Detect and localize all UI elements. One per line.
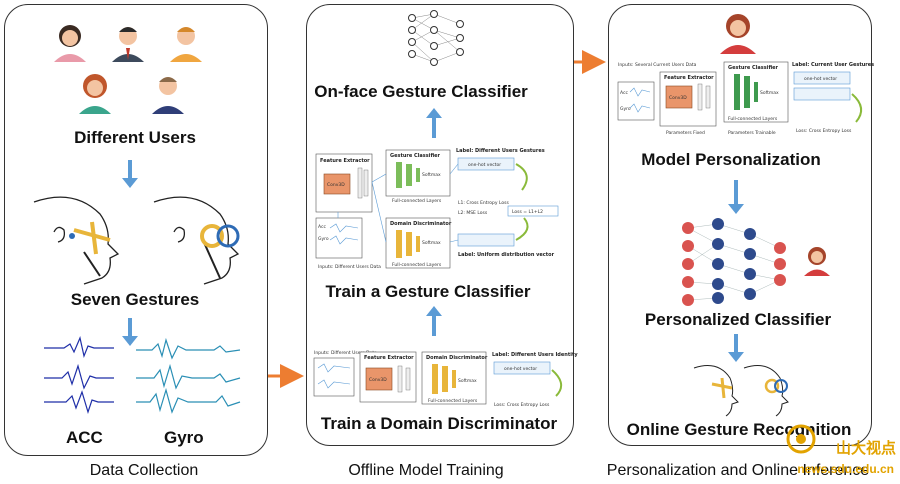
user-avatar-4 [79,74,111,114]
svg-text:Loss: Cross Entropy Loss: Loss: Cross Entropy Loss [796,128,852,134]
svg-text:Label: Different Users Identit: Label: Different Users Identity [492,352,578,358]
svg-text:one-hot vector: one-hot vector [504,366,537,372]
users-illustration [54,25,202,114]
domain-training-diagram: Inputs: Different Users Data Feature Ext… [313,350,578,408]
user-avatar-5 [152,77,184,114]
train-domain-discriminator-title: Train a Domain Discriminator [320,414,558,433]
down-arrow-gestures [122,318,138,346]
svg-text:Loss = L1+L2: Loss = L1+L2 [512,209,543,215]
svg-text:Full-connected Layers: Full-connected Layers [428,398,478,404]
svg-text:one-hot vector: one-hot vector [468,162,501,168]
svg-text:Label: Different Users Gesture: Label: Different Users Gestures [456,148,545,154]
user-avatar-1 [54,25,86,62]
svg-text:Parameters Fixed: Parameters Fixed [666,130,705,136]
watermark-logo-icon [786,424,816,454]
watermark-text: 山大视点 [835,440,896,457]
svg-text:Acc: Acc [318,224,326,230]
user-avatar-3 [170,27,202,62]
svg-text:L2: MSE Loss: L2: MSE Loss [458,210,488,216]
gesture-arrows-1 [69,221,111,255]
svg-text:Loss: Cross Entropy Loss: Loss: Cross Entropy Loss [494,402,550,408]
online-gesture-recognition-title: Online Gesture Recognition [626,420,852,439]
svg-text:Feature Extractor: Feature Extractor [364,355,414,361]
svg-text:one-hot vector: one-hot vector [804,76,837,82]
gesture-circles-2 [200,224,240,248]
svg-text:Conv3D: Conv3D [669,95,687,101]
watermark-sub: news.sdu.edu.cn [797,462,894,476]
gyro-label: Gyro [164,428,204,447]
face-profile-1 [33,196,120,285]
down-arrow-online [728,334,744,362]
acc-signal-traces [44,336,114,414]
different-users-title: Different Users [74,128,196,147]
svg-text:Inputs: Different Users Data: Inputs: Different Users Data [314,350,377,356]
model-personalization-title: Model Personalization [641,150,821,169]
data-collection-panel [4,4,268,456]
svg-text:Softmax: Softmax [760,90,779,96]
online-gesture-faces [693,365,789,417]
down-arrow-personalization [728,180,744,214]
svg-text:Inputs: Different Users Data: Inputs: Different Users Data [318,264,381,270]
svg-text:Feature Extractor: Feature Extractor [320,158,370,164]
down-arrow-users [122,160,138,188]
personalized-classifier-title: Personalized Classifier [644,310,832,329]
gyro-signal-traces [136,337,241,414]
svg-text:Acc: Acc [620,90,628,96]
svg-text:Inputs: Several Current Users: Inputs: Several Current Users Data [618,62,697,68]
face-profile-2 [153,196,240,285]
offline-training-caption: Offline Model Training [348,462,504,479]
data-collection-caption: Data Collection [89,462,199,479]
svg-text:Full-connected Layers: Full-connected Layers [728,116,778,122]
svg-text:Gyro: Gyro [620,106,631,112]
svg-text:Softmax: Softmax [458,378,477,384]
svg-text:Conv3D: Conv3D [327,182,345,188]
svg-text:Domain Discriminator: Domain Discriminator [390,221,452,227]
svg-text:Softmax: Softmax [422,172,441,178]
svg-text:L1: Cross Entropy Loss: L1: Cross Entropy Loss [458,200,510,206]
user-avatar-2 [112,27,144,62]
current-user-avatar-small [804,247,830,276]
svg-text:Label: Current User Gestures: Label: Current User Gestures [792,62,874,68]
svg-text:Domain Discriminator: Domain Discriminator [426,355,488,361]
svg-text:Conv3D: Conv3D [369,377,387,383]
personalization-caption: Personalization and Online Inference [606,462,870,479]
neural-net-icon-top [408,10,464,66]
personalization-diagram: Inputs: Several Current Users Data Acc G… [617,61,874,136]
svg-text:Softmax: Softmax [422,240,441,246]
svg-text:Full-connected Layers: Full-connected Layers [392,262,442,268]
up-arrow-classifier [426,108,442,138]
svg-text:Label: Uniform distribution ve: Label: Uniform distribution vector [458,252,555,258]
svg-text:Feature Extractor: Feature Extractor [664,75,714,81]
svg-text:Parameters Trainable: Parameters Trainable [728,130,776,136]
gesture-training-diagram: Feature Extractor Conv3D Gesture Classif… [315,148,559,270]
svg-text:Full-connected Layers: Full-connected Layers [392,198,442,204]
on-face-classifier-title: On-face Gesture Classifier [314,82,528,101]
svg-text:Gyro: Gyro [318,236,329,242]
svg-text:Gesture Classifier: Gesture Classifier [728,65,779,71]
gestures-illustration [33,196,240,285]
train-gesture-classifier-title: Train a Gesture Classifier [325,282,531,301]
up-arrow-train [426,306,442,336]
sensor-signals [44,336,241,414]
current-user-avatar [720,14,756,54]
seven-gestures-title: Seven Gestures [70,290,200,309]
personalized-network [682,218,786,306]
svg-text:Gesture Classifier: Gesture Classifier [390,153,441,159]
acc-label: ACC [66,428,103,447]
